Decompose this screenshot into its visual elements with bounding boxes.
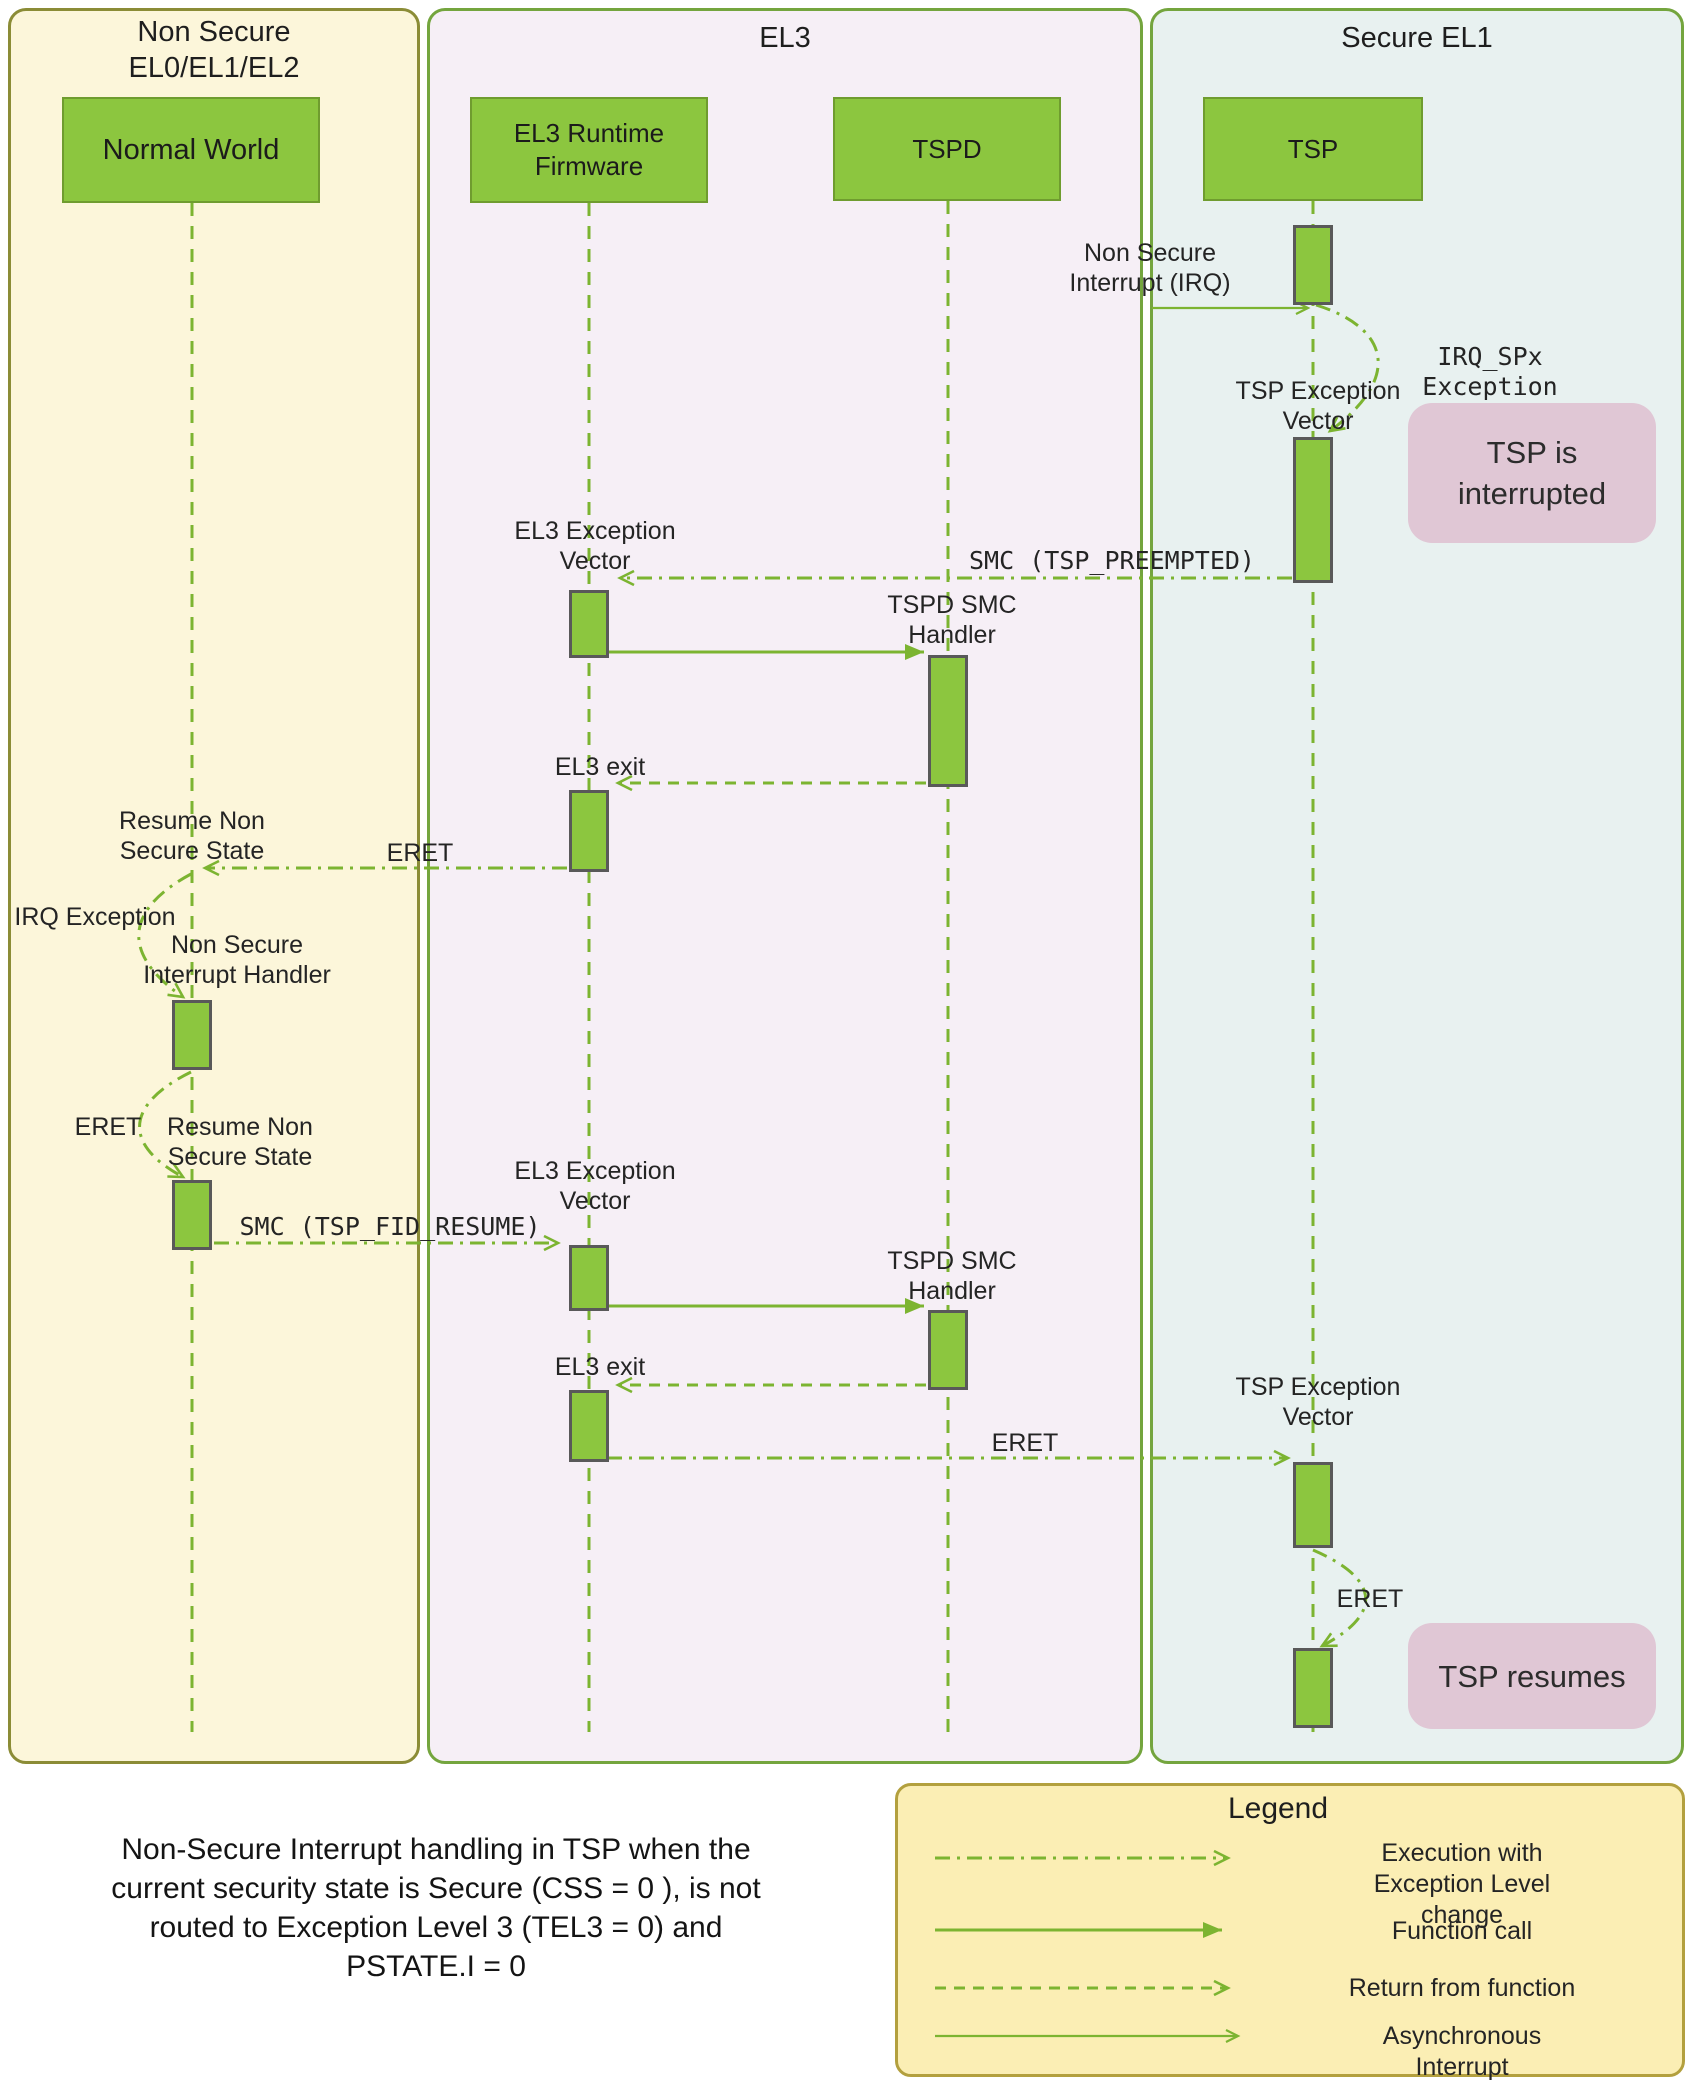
arrow-eret-2 xyxy=(138,1070,192,1179)
actor-el3-runtime-firmware: EL3 Runtime Firmware xyxy=(470,97,708,203)
activation-tsp-1 xyxy=(1293,225,1333,305)
lane-non-secure xyxy=(8,8,420,1764)
actor-normal-world: Normal World xyxy=(62,97,320,203)
activation-tspd-smc-handler-1 xyxy=(928,655,968,787)
label-tspd-smc-handler-1: TSPD SMC Handler xyxy=(887,591,1017,649)
label-tspd-smc-handler-2: TSPD SMC Handler xyxy=(887,1247,1017,1305)
label-el3-exception-vector-1: EL3 Exception Vector xyxy=(514,517,676,575)
label-irq-spx-exception: IRQ_SPx Exception xyxy=(1422,342,1558,401)
label-resume-non-secure-state-2: Resume Non Secure State xyxy=(167,1113,313,1171)
activation-non-secure-interrupt-handler xyxy=(172,1000,212,1070)
legend-title: Legend xyxy=(1227,1792,1329,1825)
activation-tsp-exception-vector-2 xyxy=(1293,1462,1333,1548)
activation-tspd-smc-handler-2 xyxy=(928,1310,968,1390)
label-irq-exception: IRQ Exception xyxy=(14,903,176,931)
lane-el3-title: EL3 xyxy=(759,22,811,54)
activation-el3-exception-vector-1 xyxy=(569,590,609,658)
label-el3-exception-vector-2: EL3 Exception Vector xyxy=(514,1157,676,1215)
arrow-irq-exception xyxy=(137,872,192,999)
label-resume-non-secure-state-1: Resume Non Secure State xyxy=(119,807,265,865)
legend-item-asynchronous-interrupt: Asynchronous Interrupt xyxy=(1382,2022,1542,2081)
legend-item-function-call: Function call xyxy=(1391,1917,1533,1945)
legend-item-return-from-function: Return from function xyxy=(1348,1974,1576,2002)
arrow-eret-4 xyxy=(1312,1548,1367,1648)
activation-el3-exception-vector-2 xyxy=(569,1245,609,1311)
label-non-secure-interrupt-irq: Non Secure Interrupt (IRQ) xyxy=(1069,239,1231,297)
label-el3-exit-2: EL3 exit xyxy=(554,1353,646,1381)
activation-tsp-exception-vector-1 xyxy=(1293,437,1333,583)
lane-secure-el1-title: Secure EL1 xyxy=(1341,22,1493,54)
note-tsp-is-interrupted: TSP is interrupted xyxy=(1408,403,1656,543)
label-eret-4: ERET xyxy=(1336,1585,1404,1613)
legend-item-exception-level-change: Execution with Exception Level change xyxy=(1373,1839,1551,1929)
label-eret-2: ERET xyxy=(74,1113,142,1141)
label-smc-tsp-fid-resume: SMC (TSP_FID_RESUME) xyxy=(239,1212,541,1241)
diagram-caption: Non-Secure Interrupt handling in TSP whe… xyxy=(111,1833,761,1983)
activation-el3-exit-1 xyxy=(569,790,609,872)
label-eret-3: ERET xyxy=(991,1429,1059,1457)
actor-tsp: TSP xyxy=(1203,97,1423,201)
activation-el3-exit-2 xyxy=(569,1390,609,1462)
lane-non-secure-title: Non Secure EL0/EL1/EL2 xyxy=(128,16,300,84)
label-el3-exit-1: EL3 exit xyxy=(554,753,646,781)
label-tsp-exception-vector-1: TSP Exception Vector xyxy=(1235,377,1401,435)
activation-tsp-2 xyxy=(1293,1648,1333,1728)
label-non-secure-interrupt-handler: Non Secure Interrupt Handler xyxy=(143,931,331,989)
label-smc-tsp-preempted: SMC (TSP_PREEMPTED) xyxy=(969,546,1255,575)
lane-secure-el1 xyxy=(1150,8,1684,1764)
activation-resume-non-secure-state xyxy=(172,1180,212,1250)
note-tsp-resumes: TSP resumes xyxy=(1408,1623,1656,1729)
lane-el3 xyxy=(427,8,1143,1764)
label-eret-1: ERET xyxy=(386,839,454,867)
actor-tspd: TSPD xyxy=(833,97,1061,201)
label-tsp-exception-vector-2: TSP Exception Vector xyxy=(1235,1373,1401,1431)
